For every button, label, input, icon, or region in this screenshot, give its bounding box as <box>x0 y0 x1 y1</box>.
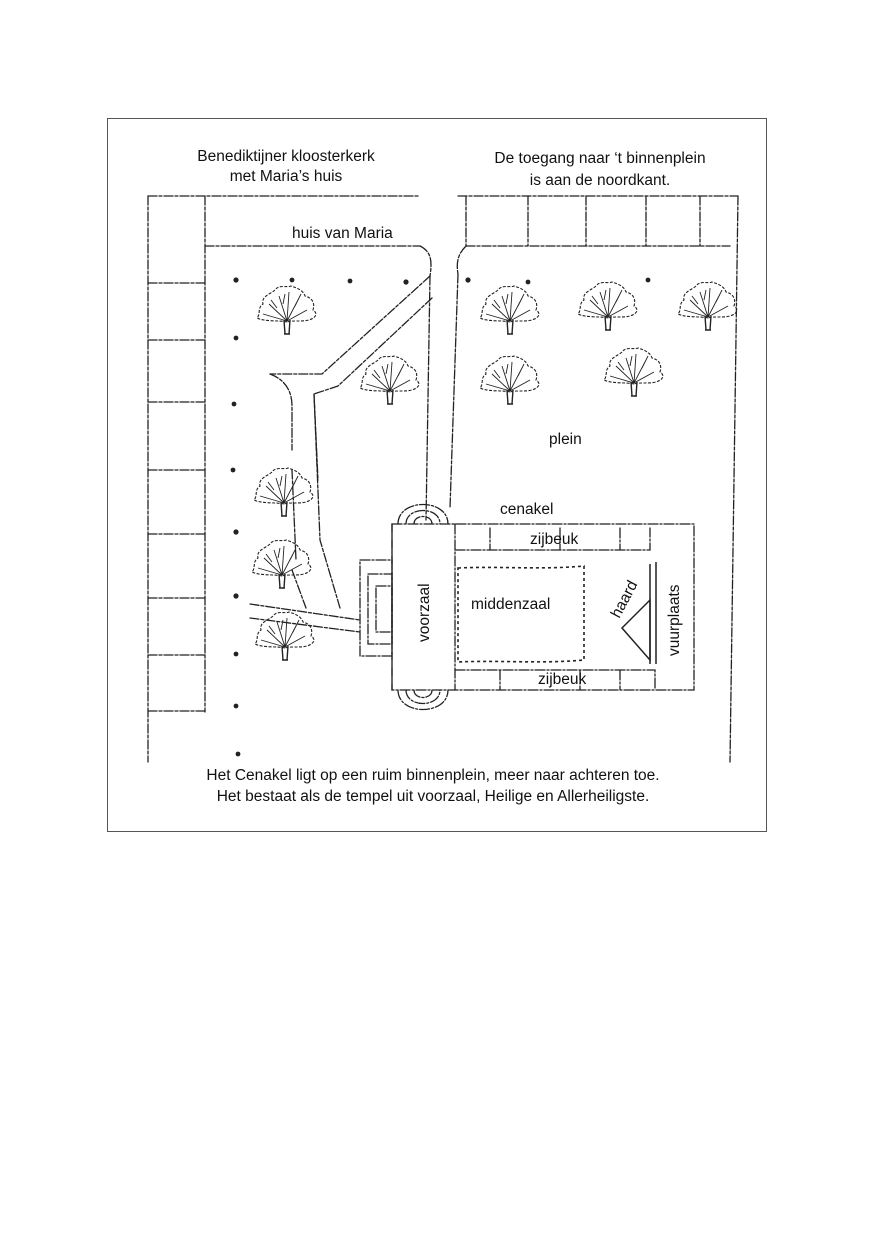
cenacle-label: cenakel <box>500 501 554 518</box>
square-label: plein <box>549 431 582 448</box>
house-of-mary-label: huis van Maria <box>292 225 393 242</box>
side-aisle-bottom-label: zijbeuk <box>538 671 587 688</box>
church-label-line1: Benediktijner kloosterkerk <box>197 148 375 165</box>
church-label-line2: met Maria’s huis <box>229 168 343 185</box>
diagram-frame <box>107 118 767 832</box>
caption-line1: Het Cenakel ligt op een ruim binnenplein… <box>206 767 660 784</box>
central-hall-label: middenzaal <box>471 596 551 613</box>
access-label-line1: De toegang naar ‘t binnenplein <box>494 150 706 167</box>
access-label-line2: is aan de noordkant. <box>529 172 671 189</box>
side-aisle-top-label: zijbeuk <box>530 531 579 548</box>
caption-line2: Het bestaat als de tempel uit voorzaal, … <box>216 788 650 805</box>
fireplace-label: vuurplaats <box>666 584 683 656</box>
vestibule-label: voorzaal <box>416 583 433 642</box>
